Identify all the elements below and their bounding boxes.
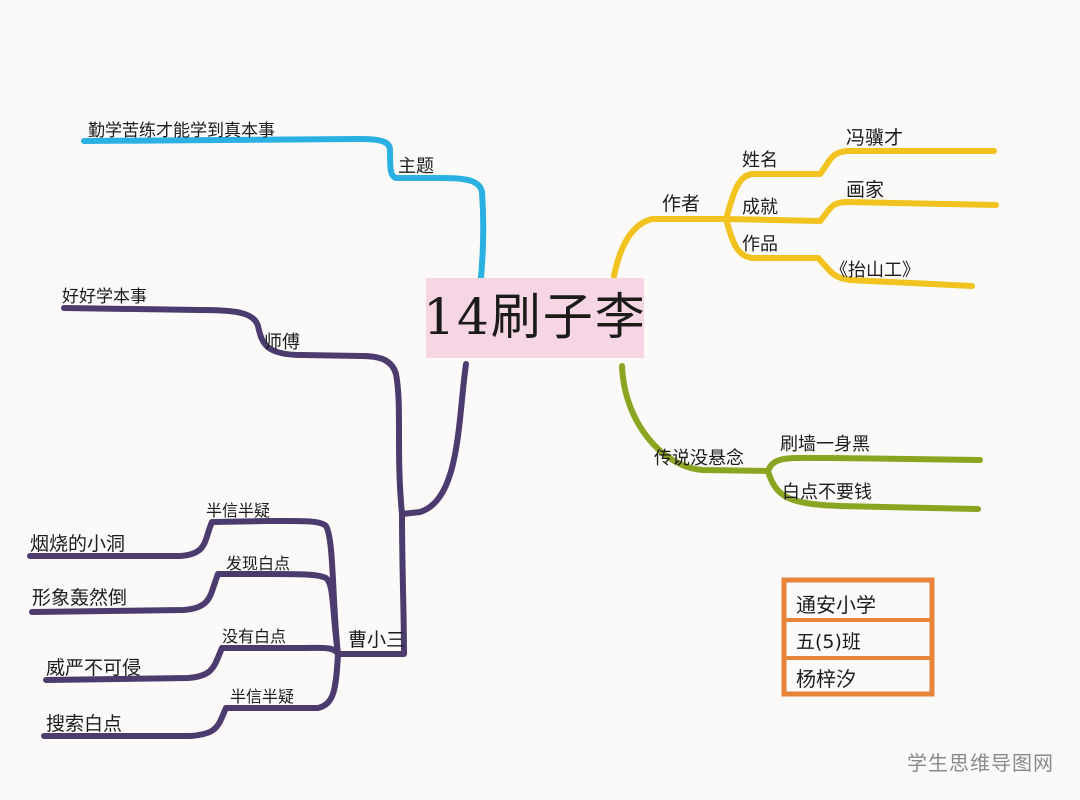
master-detail: 好好学本事 (62, 287, 147, 307)
cao-item-1-detail: 烟烧的小洞 (30, 533, 125, 555)
legend-label: 传说没悬念 (654, 447, 744, 469)
legend-branch: 传说没悬念 刷墙一身黑 白点不要钱 (619, 363, 983, 512)
character-branch: 师傅 好好学本事 曹小三 半信半疑 发现白点 没有白点 半信半疑 烟烧的小洞 形… (27, 287, 469, 739)
author-works-value: 《抬山工》 (830, 260, 920, 281)
center-topic-box (426, 278, 644, 358)
author-name-value: 冯骥才 (846, 127, 903, 149)
signature-name: 杨梓汐 (796, 667, 856, 691)
theme-label: 主题 (398, 156, 434, 177)
author-sub-lines (723, 171, 823, 261)
cao-item-4-detail: 搜索白点 (46, 713, 122, 735)
author-item-achievement-label: 成就 (742, 197, 778, 218)
center-topic: 14刷子李 (423, 278, 647, 358)
author-branch: 作者 姓名 成就 作品 冯骥才 画家 《抬山工》 (611, 127, 999, 289)
theme-branch: 主题 勤学苦练才能学到真本事 (81, 121, 487, 291)
author-leaf-lines (815, 148, 999, 289)
character-trunk-line (399, 361, 469, 517)
master-line (61, 305, 305, 358)
cao-leaf-lines (27, 519, 229, 739)
author-branch-line (611, 216, 729, 279)
cao-item-2-label: 发现白点 (226, 554, 290, 573)
author-achievement-value: 画家 (846, 179, 884, 201)
signature-school: 通安小学 (796, 593, 876, 617)
cao-item-3-detail: 威严不可侵 (46, 657, 141, 679)
signature-class: 五(5)班 (796, 631, 861, 653)
watermark-text: 学生思维导图网 (907, 751, 1054, 775)
signature-box-outline (781, 577, 935, 697)
cao-sub-lines (209, 517, 341, 711)
cao-label: 曹小三 (348, 629, 405, 651)
cao-item-3-label: 没有白点 (222, 627, 286, 646)
author-label: 作者 (662, 193, 700, 215)
signature-box: 通安小学 五(5)班 杨梓汐 (781, 577, 935, 697)
character-vertical-line (299, 352, 407, 657)
legend-item-1: 刷墙一身黑 (780, 434, 870, 455)
cao-item-2-detail: 形象轰然倒 (32, 587, 127, 609)
theme-detail: 勤学苦练才能学到真本事 (88, 121, 275, 141)
center-title: 14刷子李 (423, 288, 647, 346)
legend-sub-lines (765, 454, 983, 512)
legend-item-2: 白点不要钱 (782, 482, 872, 503)
author-item-name-label: 姓名 (742, 150, 778, 171)
legend-branch-line (619, 363, 771, 474)
author-item-works-label: 作品 (742, 234, 778, 255)
cao-item-1-label: 半信半疑 (206, 501, 270, 520)
cao-item-4-label: 半信半疑 (230, 687, 294, 706)
master-label: 师傅 (264, 332, 300, 353)
theme-branch-line (81, 136, 487, 291)
